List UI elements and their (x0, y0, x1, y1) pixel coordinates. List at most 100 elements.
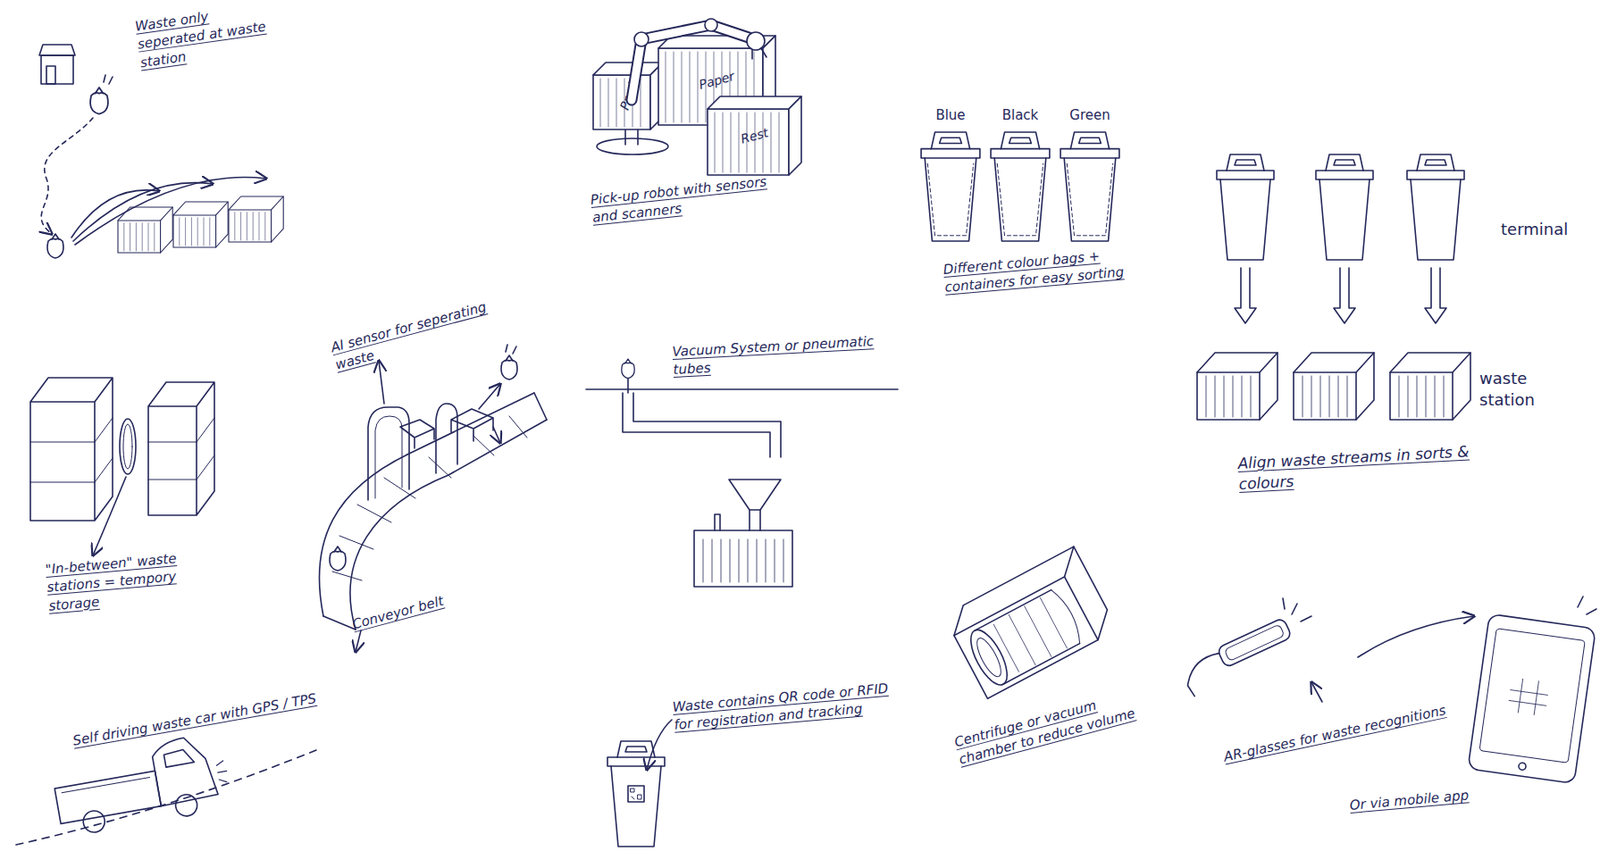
sketch-caption: AR-glasses for waste recognitions (1222, 700, 1454, 767)
mobile-phone (1517, 762, 1526, 771)
pointer-arrow (646, 720, 672, 771)
bin-line (1060, 149, 1120, 159)
ar-glasses (1216, 618, 1292, 669)
collection-unit (703, 539, 784, 583)
container-hatching (608, 78, 610, 127)
container-hatching (697, 51, 699, 123)
robot-arm (634, 32, 649, 47)
open-container (117, 207, 173, 253)
down-arrow (1424, 268, 1447, 324)
sorting-container: Rest (707, 96, 802, 176)
robot-base (596, 138, 669, 155)
bin-line (939, 137, 963, 143)
waste-bag (90, 87, 109, 115)
sketch-caption: Vacuum System or pneumatic tubes (671, 331, 897, 380)
tall-container (148, 382, 215, 516)
house-sketch (41, 55, 74, 84)
waste-bag (501, 355, 518, 380)
bin-bag-line (996, 163, 1043, 236)
row-label: terminal (1500, 218, 1591, 241)
tall-container (30, 418, 113, 483)
bin-shape (990, 132, 1050, 242)
bin-shape (1060, 132, 1120, 242)
qr-code (630, 788, 642, 800)
mobile-phone (1479, 628, 1585, 764)
pneumatic-tube (622, 393, 781, 458)
sketch-caption: Waste only seperated at waste station (134, 0, 284, 72)
house-sketch (46, 66, 56, 84)
coloured-bin: Blue (918, 107, 983, 242)
sensor-gantry (368, 407, 410, 501)
sort-arrow (75, 177, 267, 245)
centrifuge-box (1054, 546, 1118, 640)
centrifuge-box (954, 577, 1098, 699)
sorting-container: Pmd (593, 62, 663, 130)
sparkle-marks (1282, 598, 1312, 622)
inlet-stem (627, 378, 629, 394)
container-front (707, 108, 789, 176)
station-container (1293, 352, 1374, 420)
waste-bag (501, 355, 518, 380)
container-text-area: Rest (707, 96, 802, 176)
house-sketch (39, 44, 76, 56)
container-hatching (665, 51, 667, 123)
self-driving-car (163, 748, 194, 768)
bin-line (921, 149, 981, 159)
self-driving-car (81, 809, 107, 835)
container-hatching (730, 112, 732, 173)
outline-group (990, 132, 1050, 242)
self-driving-car (216, 761, 229, 784)
sketch-caption: Or via mobile app (1348, 782, 1511, 815)
bin-shape (921, 132, 981, 242)
collection-unit (694, 530, 793, 587)
centrifuge-box (943, 546, 1084, 637)
ar-glasses (1178, 618, 1298, 698)
waste-bag (329, 546, 346, 571)
sensor-gantry (368, 407, 435, 501)
tracked-bin (607, 741, 665, 847)
station-container (1390, 352, 1471, 420)
self-driving-car (54, 770, 161, 824)
open-container (228, 196, 284, 243)
conveyor-belt (318, 393, 535, 617)
container-side (788, 96, 802, 176)
sketch-caption: Self driving waste car with GPS / TPS (71, 681, 366, 751)
centrifuge-box (992, 597, 1067, 674)
sketch-illustration (16, 44, 1597, 847)
outline-group (1060, 132, 1120, 242)
pointer-arrow (493, 427, 501, 444)
pneumatic-tube (633, 393, 781, 458)
bin-bag-line (927, 163, 973, 236)
waste-bag (47, 234, 64, 259)
container-hatching (640, 78, 642, 127)
centrifuge-box (974, 590, 1081, 686)
sketch-caption: Waste contains QR code or RFID for regis… (671, 678, 898, 735)
pointer-arrow (92, 477, 126, 556)
container-hatching (770, 112, 772, 173)
dashed-path (41, 117, 93, 235)
smell-marks (103, 75, 113, 84)
bin-line (1063, 158, 1116, 242)
container-text-area: Pmd (593, 62, 663, 130)
container-front (593, 75, 651, 130)
self-driving-car (61, 777, 150, 793)
pointer-arrow (1311, 682, 1323, 703)
qr-code (628, 786, 645, 803)
sparkle-marks (1577, 596, 1597, 615)
bin-line (994, 158, 1047, 242)
bin-colour-label: Black (988, 107, 1053, 124)
bin-colour-label: Green (1057, 107, 1123, 124)
terminal-bin (1407, 154, 1465, 260)
bin-line (1009, 137, 1032, 143)
waste-bag (621, 359, 635, 379)
tall-container (148, 418, 215, 480)
terminal-bin (1315, 154, 1374, 260)
robot-arm (704, 18, 718, 32)
container-label: Pmd (616, 80, 640, 112)
bin-outline (1057, 107, 1123, 242)
container-hatching (673, 51, 675, 123)
ar-glasses (1180, 652, 1232, 698)
waste-bag (90, 87, 109, 115)
qr-code (628, 786, 645, 803)
